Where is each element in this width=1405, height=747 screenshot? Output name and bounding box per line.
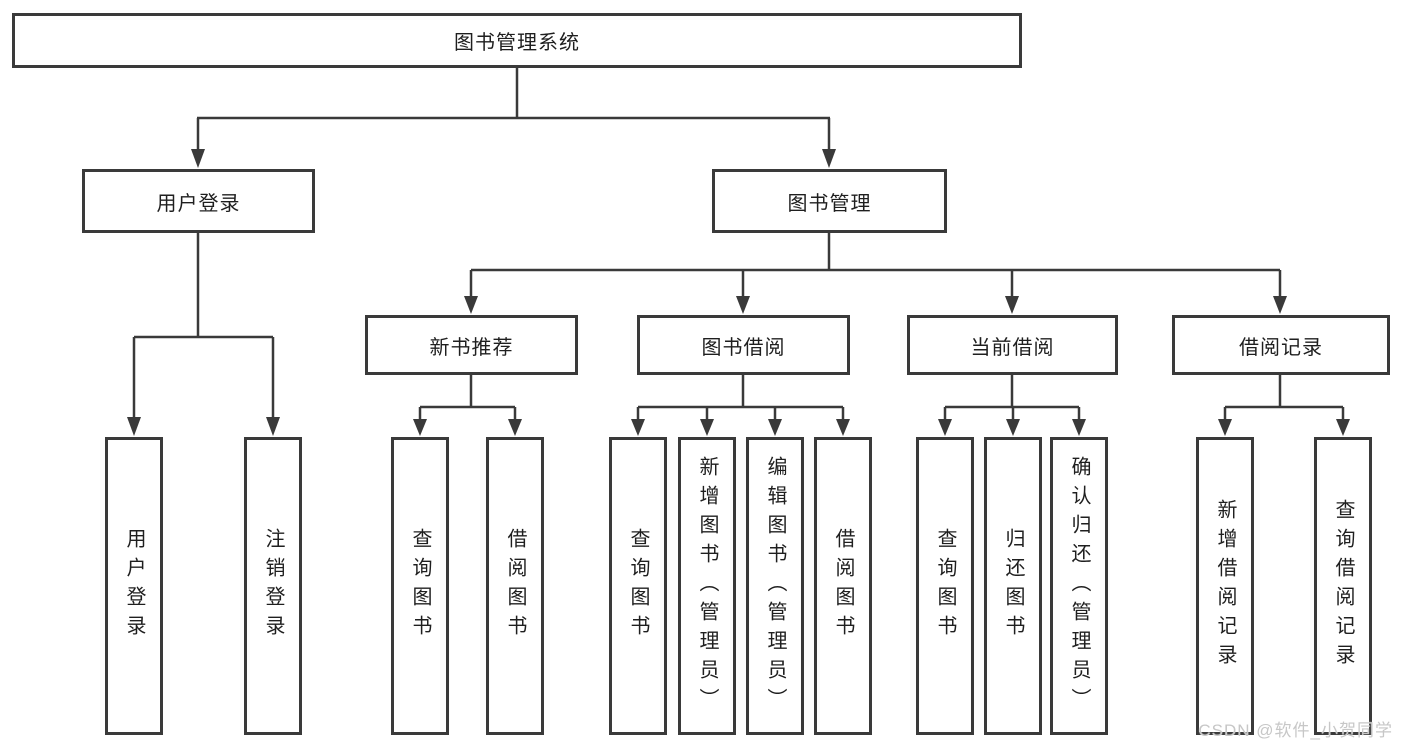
node-current-borrow-label: 当前借阅 [970, 336, 1055, 359]
leaf-borrow-add-admin: 新增图书（管理员） [678, 437, 736, 735]
leaf-records-query: 查询借阅记录 [1314, 437, 1372, 735]
connector-book-mgmt-to-level3 [464, 233, 1287, 314]
leaf-borrow-query-label: 查询图书 [627, 528, 649, 644]
leaf-borrow-edit-admin: 编辑图书（管理员） [746, 437, 804, 735]
leaf-borrow-book: 借阅图书 [814, 437, 872, 735]
leaf-records-query-label: 查询借阅记录 [1332, 499, 1354, 673]
leaf-current-confirm-admin-label: 确认归还（管理员） [1068, 455, 1090, 717]
leaf-current-return-label: 归还图书 [1002, 528, 1024, 644]
node-book-mgmt: 图书管理 [712, 169, 947, 233]
leaf-records-add-label: 新增借阅记录 [1214, 499, 1236, 673]
csdn-watermark: CSDN @软件_小贺同学 [1198, 721, 1393, 740]
connector-user-login-children [127, 233, 280, 436]
connector-root-to-level2 [191, 68, 836, 168]
leaf-current-confirm-admin: 确认归还（管理员） [1050, 437, 1108, 735]
node-root-label: 图书管理系统 [454, 32, 580, 54]
leaf-newbook-borrow: 借阅图书 [486, 437, 544, 735]
node-book-borrow: 图书借阅 [637, 315, 850, 375]
connector-borrow-records-children [1218, 375, 1350, 436]
node-current-borrow: 当前借阅 [907, 315, 1118, 375]
node-borrow-records: 借阅记录 [1172, 315, 1390, 375]
leaf-user-login: 用户登录 [105, 437, 163, 735]
node-borrow-records-label: 借阅记录 [1239, 336, 1323, 359]
connector-current-borrow-children [938, 375, 1086, 436]
node-book-mgmt-label: 图书管理 [787, 192, 872, 215]
node-user-login-label: 用户登录 [156, 192, 241, 215]
node-root: 图书管理系统 [12, 13, 1022, 68]
leaf-current-query: 查询图书 [916, 437, 974, 735]
leaf-borrow-book-label: 借阅图书 [832, 528, 854, 644]
node-user-login: 用户登录 [82, 169, 315, 233]
leaf-newbook-borrow-label: 借阅图书 [504, 528, 526, 644]
leaf-user-login-label: 用户登录 [123, 528, 145, 644]
leaf-records-add: 新增借阅记录 [1196, 437, 1254, 735]
leaf-newbook-query-label: 查询图书 [409, 528, 431, 644]
leaf-borrow-add-admin-label: 新增图书（管理员） [696, 455, 718, 717]
leaf-borrow-query: 查询图书 [609, 437, 667, 735]
leaf-current-return: 归还图书 [984, 437, 1042, 735]
leaf-logout: 注销登录 [244, 437, 302, 735]
connector-book-borrow-children [631, 375, 850, 436]
leaf-newbook-query: 查询图书 [391, 437, 449, 735]
leaf-borrow-edit-admin-label: 编辑图书（管理员） [764, 455, 786, 717]
leaf-logout-label: 注销登录 [262, 528, 284, 644]
node-book-borrow-label: 图书借阅 [701, 336, 786, 359]
node-new-book-rec: 新书推荐 [365, 315, 578, 375]
node-new-book-rec-label: 新书推荐 [429, 336, 514, 359]
connector-new-book-children [413, 375, 522, 436]
leaf-current-query-label: 查询图书 [934, 528, 956, 644]
